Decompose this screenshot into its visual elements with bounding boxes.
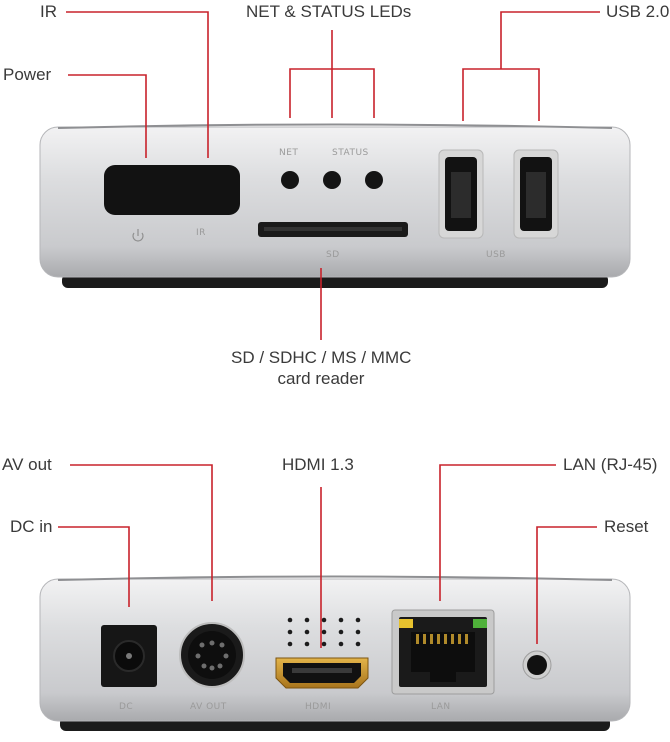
power-callout: Power	[3, 65, 52, 84]
vent-holes	[287, 617, 361, 647]
hdmi-callout: HDMI 1.3	[282, 455, 354, 474]
usb-leader	[500, 11, 600, 69]
front-top-edge	[57, 123, 613, 129]
ir-callout: IR	[40, 2, 57, 21]
lan-port	[391, 609, 495, 695]
net-led	[281, 171, 299, 189]
reset-leader	[536, 526, 597, 644]
back-top-edge	[57, 575, 613, 581]
back-dc-label: DC	[119, 702, 134, 712]
av-out-leader	[70, 464, 213, 601]
leader-lines	[58, 11, 600, 648]
front-ir-label: IR	[196, 228, 206, 238]
dc-in-callout: DC in	[10, 517, 53, 536]
dc-jack	[101, 625, 157, 687]
av-out-callout: AV out	[2, 455, 52, 474]
hdmi-port	[275, 657, 369, 689]
card-reader-callout-line2: card reader	[277, 369, 365, 388]
front-sd-label: SD	[326, 250, 340, 260]
lan-led-yellow	[399, 619, 413, 628]
front-panel	[39, 123, 631, 288]
usb-port-1	[438, 149, 484, 239]
net-status-callout: NET & STATUS LEDs	[246, 2, 412, 21]
power-leader	[68, 74, 147, 158]
back-av-out-label: AV OUT	[190, 702, 227, 712]
ir-leader	[66, 11, 209, 158]
front-status-label: STATUS	[332, 148, 369, 158]
dc-in-leader	[58, 526, 130, 607]
ir-power-window	[104, 165, 240, 215]
usb-port-2	[513, 149, 559, 239]
back-panel	[39, 575, 631, 731]
usb-bracket	[462, 68, 540, 121]
status-led-2	[365, 171, 383, 189]
card-reader-callout-line1: SD / SDHC / MS / MMC	[231, 348, 412, 367]
front-usb-label: USB	[486, 250, 506, 260]
front-net-label: NET	[279, 148, 299, 158]
power-icon	[132, 229, 144, 242]
lan-leader	[439, 464, 556, 601]
usb-callout: USB 2.0	[606, 2, 670, 21]
status-led-1	[323, 171, 341, 189]
av-out-port	[179, 622, 245, 688]
lan-led-green	[473, 619, 487, 628]
back-lan-label: LAN	[431, 702, 451, 712]
reset-button	[522, 650, 552, 680]
reset-callout: Reset	[604, 517, 649, 536]
lan-callout: LAN (RJ-45)	[563, 455, 658, 474]
sd-slot-inner	[264, 227, 402, 231]
back-hdmi-label: HDMI	[305, 702, 332, 712]
